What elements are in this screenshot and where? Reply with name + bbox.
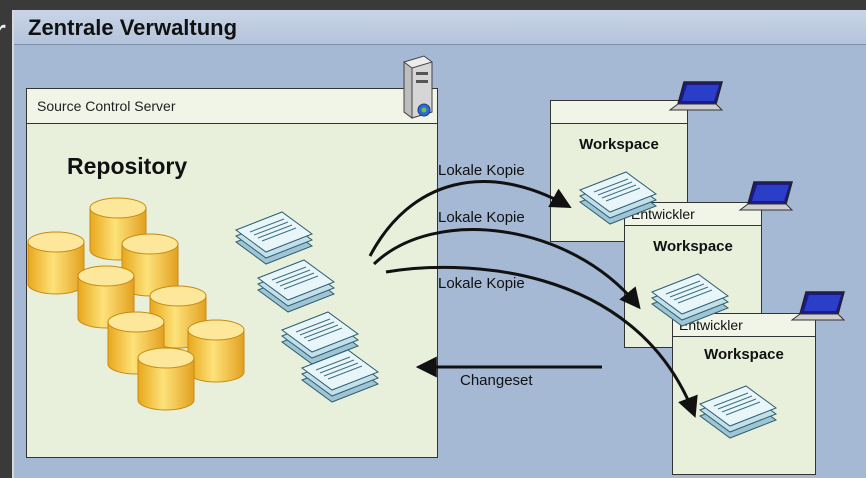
database-icon-group — [27, 197, 245, 411]
copy-label-1: Lokale Kopie — [438, 162, 525, 179]
server-label: Source Control Server — [37, 98, 176, 114]
laptop-icon — [669, 81, 723, 111]
copy-arrow-1 — [368, 180, 572, 257]
diagram-graphics — [27, 55, 845, 439]
copy-label-2: Lokale Kopie — [438, 209, 525, 226]
database-icon — [27, 231, 85, 295]
database-icon — [187, 319, 245, 383]
document-stack-icon — [235, 211, 313, 265]
laptop-icon — [791, 291, 845, 321]
server-header — [27, 89, 437, 124]
document-stack-icon — [257, 259, 335, 313]
database-icon — [137, 347, 195, 411]
copy-arrow-3 — [385, 265, 698, 418]
document-stack-icon — [699, 385, 777, 439]
document-stack-group — [235, 211, 379, 403]
copy-arrow-2 — [372, 228, 641, 310]
diagram-title: Zentrale Verwaltung — [28, 15, 238, 40]
diagram-panel: Zentrale Verwaltung Source Control Serve… — [12, 10, 866, 478]
cut-off-letter: r — [0, 14, 6, 50]
workspace-title-2: Workspace — [653, 238, 733, 255]
source-control-server-box: Source Control Server Repository — [26, 88, 438, 458]
title-bar: Zentrale Verwaltung — [14, 10, 866, 45]
workspace-title-3: Workspace — [704, 346, 784, 363]
workspace-header-1 — [551, 101, 687, 124]
repository-label: Repository — [67, 153, 188, 179]
changeset-label: Changeset — [460, 372, 533, 389]
document-stack-icon — [579, 171, 657, 225]
copy-label-3: Lokale Kopie — [438, 275, 525, 292]
document-stack-icon — [651, 273, 729, 327]
server-tower-icon — [403, 55, 433, 119]
workspace-title-1: Workspace — [579, 136, 659, 153]
laptop-icon — [739, 181, 793, 211]
